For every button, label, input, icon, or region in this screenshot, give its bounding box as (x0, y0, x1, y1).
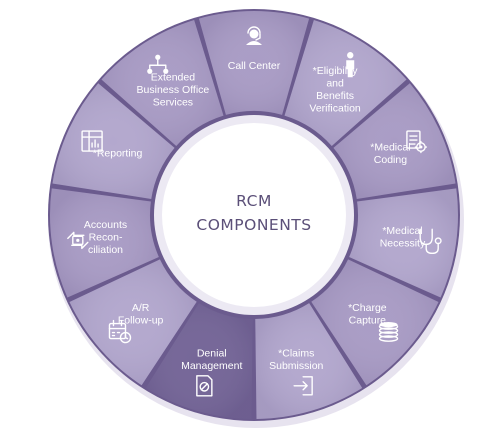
segment-label-line: *Claims (278, 348, 314, 360)
reconciliation-arrows-icon (67, 231, 89, 250)
segment-shade (101, 19, 224, 146)
segment-label-line: Submission (269, 360, 323, 372)
segment-shade (145, 303, 253, 419)
segment-label-line: Coding (374, 154, 407, 166)
center-disc (162, 123, 346, 307)
segment-label-line: Verification (309, 103, 361, 115)
segment-label-line: *Charge (348, 302, 387, 314)
segment-label-line: *Medical (370, 141, 410, 153)
center-title-line-1: RCM (236, 192, 272, 210)
segment-1: Call Center (198, 10, 310, 115)
segment-label-line: *Medical (382, 225, 422, 237)
segment-label-line: Follow-up (118, 314, 164, 326)
segment-label-line: Capture (349, 314, 387, 326)
sign-in-arrow-icon (293, 376, 313, 396)
segment-shade (255, 303, 363, 419)
segment-label-line: Call Center (228, 60, 281, 72)
segment-10: *Reporting (52, 83, 175, 199)
segment-shade (311, 259, 439, 386)
report-chart-icon (81, 130, 103, 152)
segment-label-line: and (326, 78, 344, 90)
segment-shade (52, 83, 175, 199)
coding-document-gear-icon (406, 130, 428, 154)
segment-shade (284, 19, 407, 146)
segment-label-line: ciliation (88, 244, 123, 256)
stethoscope-icon (419, 228, 442, 255)
segment-label-line: *Reporting (93, 148, 143, 160)
segment-shade (333, 83, 456, 199)
calendar-clock-icon (108, 319, 132, 344)
person-icon (346, 52, 355, 78)
segment-label-line: Management (181, 360, 242, 372)
denied-document-icon (196, 375, 213, 397)
segment-label-line: Denial (197, 348, 227, 360)
segment-shade (349, 188, 458, 298)
segment-label-line: Benefits (316, 90, 354, 102)
segment-label-line: Services (153, 96, 193, 108)
segment-label-line: Extended (151, 71, 196, 83)
segment-label-line: Recon- (89, 231, 123, 243)
segment-label-line: A/R (132, 302, 150, 314)
center-title-line-2: COMPONENTS (196, 216, 311, 234)
headset-agent-icon (246, 26, 262, 45)
segment-shade (198, 10, 310, 115)
segment-label-line: Necessity (380, 238, 426, 250)
segment-label-line: Accounts (84, 219, 127, 231)
coin-stack-icon (378, 321, 399, 342)
segments-group: Call Center*EligibilityandBenefitsVerifi… (50, 10, 458, 419)
segment-shade (69, 259, 197, 386)
segment-shade (50, 188, 159, 298)
org-network-icon (147, 54, 169, 74)
segment-label-line: Business Office (137, 84, 210, 96)
